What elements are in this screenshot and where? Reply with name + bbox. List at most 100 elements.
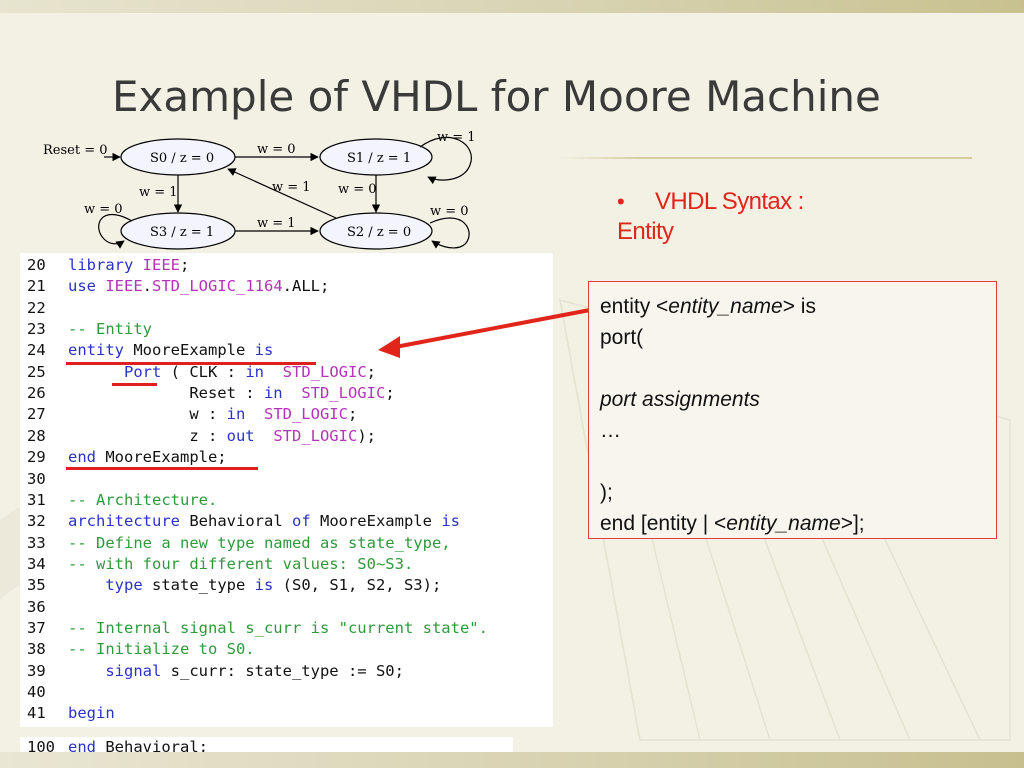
- code-token: ;: [385, 384, 395, 403]
- code-token: -- Initialize to S0.: [68, 640, 255, 659]
- code-text: -- Initialize to S0.: [68, 639, 255, 660]
- code-token: MooreExample;: [105, 448, 227, 467]
- transition-s3-self-label: w = 0: [84, 202, 123, 217]
- syntax-line-blank-2: [600, 446, 996, 477]
- code-token: -- Define a new type named as state_type…: [68, 533, 451, 552]
- code-token: [68, 576, 105, 594]
- code-token: in: [226, 405, 246, 424]
- code-line: 37-- Internal signal s_curr is "current …: [20, 618, 488, 639]
- code-line: 39 signal s_curr: state_type := S0;: [20, 661, 404, 682]
- code-token: [283, 384, 302, 402]
- code-text: w : in STD_LOGIC;: [68, 404, 357, 425]
- code-token: of: [291, 512, 320, 531]
- state-s3-label: S3 / z = 1: [150, 225, 214, 240]
- line-number: 31: [27, 490, 46, 509]
- code-text: signal s_curr: state_type := S0;: [68, 661, 404, 682]
- code-token: is: [254, 341, 274, 360]
- code-text: Reset : in STD_LOGIC;: [68, 383, 395, 404]
- top-decor-bar: [0, 0, 1024, 13]
- line-number: 20: [27, 256, 46, 274]
- code-token: -- Internal signal s_curr is: [68, 618, 339, 637]
- code-token: );: [357, 426, 376, 445]
- code-text: -- Architecture.: [68, 490, 217, 511]
- syntax-line-blank: [600, 353, 996, 384]
- line-number: 41: [27, 704, 46, 723]
- code-text: library IEEE;: [68, 255, 189, 276]
- line-number: 29: [27, 448, 46, 467]
- code-token: [255, 427, 274, 445]
- code-text: begin: [68, 703, 115, 724]
- transition-s2-s0: [227, 168, 337, 219]
- code-token: is: [441, 512, 460, 531]
- syntax-line-end: end [entity | <entity_name>];: [600, 512, 865, 535]
- bullet-text-line1: VHDL Syntax :: [655, 188, 804, 215]
- code-token: begin: [68, 704, 115, 723]
- code-text: -- Entity: [68, 319, 152, 340]
- code-token: use: [68, 277, 106, 296]
- code-token: ( CLK :: [161, 362, 246, 381]
- syntax-line-1: entity <entity_name> is: [600, 295, 816, 318]
- code-token: w :: [68, 405, 227, 424]
- code-token: STD_LOGIC: [273, 426, 358, 445]
- code-text: use IEEE.STD_LOGIC_1164.ALL;: [68, 276, 329, 297]
- code-text: end MooreExample;: [68, 447, 227, 468]
- code-token: MooreExample: [319, 512, 442, 531]
- title-rule: [560, 157, 972, 159]
- code-token: end: [68, 738, 106, 756]
- code-text: -- Define a new type named as state_type…: [68, 533, 451, 554]
- syntax-line-port-assignments: port assignments: [600, 388, 760, 411]
- line-number: 21: [27, 277, 46, 296]
- code-token: out: [226, 426, 255, 445]
- line-number: 30: [27, 469, 46, 488]
- code-line: 34-- with four different values: S0~S3.: [20, 554, 413, 575]
- line-number: 27: [27, 405, 46, 424]
- line-number: 25: [27, 362, 46, 381]
- code-token: Behavioral: [189, 512, 292, 531]
- code-line: 30: [20, 469, 67, 490]
- port-underline: [112, 383, 157, 386]
- code-line: 20 library IEEE;: [20, 255, 189, 276]
- code-line: 23 -- Entity: [20, 319, 152, 340]
- code-token: in: [245, 362, 264, 381]
- code-text: end Behavioral;: [68, 737, 208, 758]
- transition-s1-s2-label: w = 0: [338, 182, 377, 197]
- code-token: IEEE: [105, 277, 143, 296]
- code-token: STD_LOGIC_1164: [152, 277, 283, 296]
- code-text: z : out STD_LOGIC);: [68, 426, 376, 447]
- transition-s1-self-label: w = 1: [437, 130, 476, 145]
- entity-underline: [66, 362, 316, 365]
- line-number: 23: [27, 320, 46, 339]
- code-token: MooreExample: [133, 341, 255, 360]
- code-token: IEEE: [142, 256, 180, 274]
- code-line: 28 z : out STD_LOGIC);: [20, 426, 376, 447]
- line-number: 22: [27, 298, 46, 317]
- code-token: [68, 363, 124, 381]
- syntax-bullet: •VHDL Syntax : Entity: [617, 188, 997, 246]
- code-line: 35 type state_type is (S0, S1, S2, S3);: [20, 575, 441, 596]
- code-token: architecture: [68, 512, 190, 531]
- line-number: 33: [27, 533, 46, 552]
- code-token: [264, 363, 283, 381]
- code-line: 29 end MooreExample;: [20, 447, 227, 468]
- code-token: -- with four different values: S0~S3.: [68, 554, 414, 573]
- code-token: STD_LOGIC: [301, 384, 386, 403]
- transition-s2-self-label: w = 0: [430, 204, 469, 219]
- syntax-line-close: );: [600, 481, 613, 504]
- code-line: 40: [20, 682, 67, 703]
- code-line: 41 begin: [20, 703, 115, 724]
- code-text: entity MooreExample is: [68, 340, 273, 361]
- reset-label: Reset = 0: [43, 143, 108, 158]
- bottom-decor-bar: [0, 752, 1024, 768]
- line-number: 40: [27, 683, 46, 701]
- code-token: s_curr: state_type := S0;: [170, 661, 404, 680]
- code-token: .: [142, 277, 152, 296]
- code-token: state_type: [152, 576, 255, 595]
- code-token: [245, 405, 264, 423]
- code-token: -- Entity: [68, 320, 152, 339]
- state-s1-label: S1 / z = 1: [347, 151, 411, 166]
- code-token: (S0, S1, S2, S3);: [273, 576, 442, 595]
- syntax-line-2: port(: [600, 326, 644, 349]
